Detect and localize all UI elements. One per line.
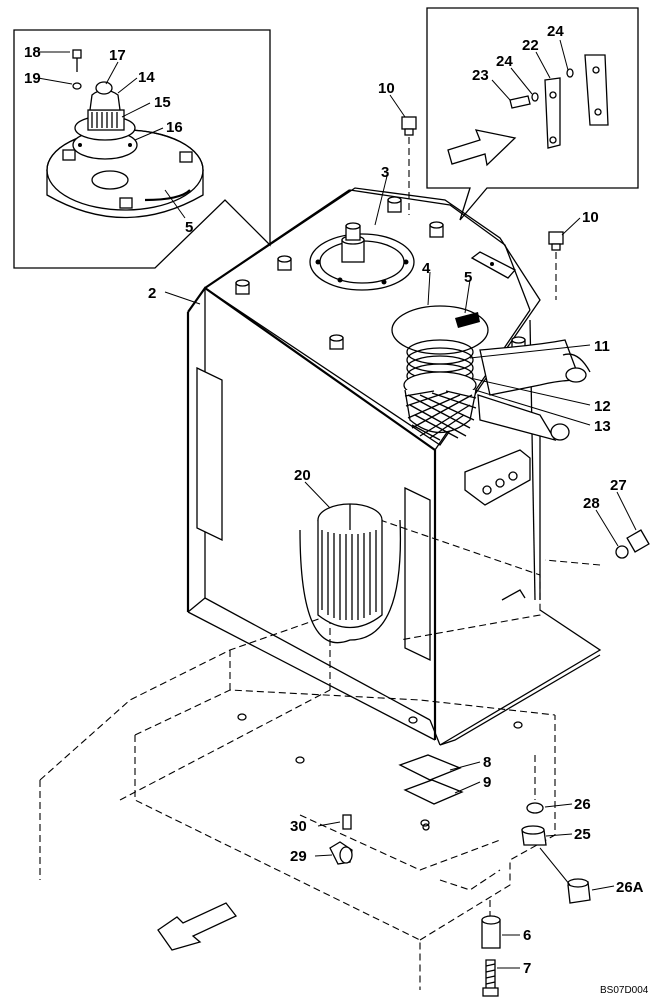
callout-22: 22 bbox=[522, 37, 539, 54]
callout-19: 19 bbox=[24, 70, 41, 87]
callout-3: 3 bbox=[381, 164, 389, 181]
shim-plates bbox=[398, 754, 464, 831]
callout-5-inset: 5 bbox=[185, 219, 193, 236]
drain-plug-27 bbox=[544, 529, 650, 566]
callout-7: 7 bbox=[523, 960, 531, 977]
leader-lines bbox=[37, 39, 637, 969]
breather-cover bbox=[309, 222, 415, 291]
callout-26: 26 bbox=[574, 796, 591, 813]
bolt-10-left bbox=[401, 116, 417, 215]
callout-11: 11 bbox=[594, 338, 610, 355]
callout-18: 18 bbox=[24, 44, 41, 61]
callout-29: 29 bbox=[290, 848, 307, 865]
callout-16: 16 bbox=[166, 119, 183, 136]
plugs-25-26 bbox=[521, 755, 591, 904]
callout-10-right: 10 bbox=[582, 209, 599, 226]
callout-2: 2 bbox=[148, 285, 156, 302]
callout-12: 12 bbox=[594, 398, 611, 415]
callout-labels: 18 19 17 14 15 16 5 10 3 10 2 4 5 11 12 … bbox=[24, 23, 649, 996]
top-studs bbox=[235, 196, 526, 352]
callout-8: 8 bbox=[483, 754, 491, 771]
return-filter bbox=[299, 503, 541, 644]
callout-23: 23 bbox=[472, 67, 489, 84]
callout-27: 27 bbox=[610, 477, 627, 494]
base-holes bbox=[237, 713, 523, 827]
callout-15: 15 bbox=[154, 94, 171, 111]
callout-6: 6 bbox=[523, 927, 531, 944]
callout-25: 25 bbox=[574, 826, 591, 843]
callout-24-right: 24 bbox=[547, 23, 564, 40]
callout-10-left: 10 bbox=[378, 80, 395, 97]
strainer-assembly bbox=[391, 305, 591, 442]
bolt-10-right bbox=[548, 231, 564, 300]
drawing-code: BS07D004 bbox=[600, 985, 649, 996]
callout-20: 20 bbox=[294, 467, 311, 484]
callout-9: 9 bbox=[483, 774, 491, 791]
inset-breather-detail bbox=[13, 29, 271, 269]
callout-24-left: 24 bbox=[496, 53, 513, 70]
callout-17: 17 bbox=[109, 47, 126, 64]
callout-30: 30 bbox=[290, 818, 307, 835]
base-frame-outline bbox=[39, 614, 556, 990]
front-direction-arrow bbox=[157, 902, 238, 951]
spacer-and-bolt bbox=[481, 900, 501, 997]
callout-13: 13 bbox=[594, 418, 611, 435]
callout-28: 28 bbox=[583, 495, 600, 512]
callout-5: 5 bbox=[464, 269, 472, 286]
valve-block bbox=[464, 449, 531, 506]
callout-14: 14 bbox=[138, 69, 155, 86]
callout-4: 4 bbox=[422, 260, 431, 277]
fittings bbox=[329, 814, 353, 865]
callout-26a: 26A bbox=[616, 879, 644, 896]
inset-bracket-detail bbox=[426, 7, 639, 221]
